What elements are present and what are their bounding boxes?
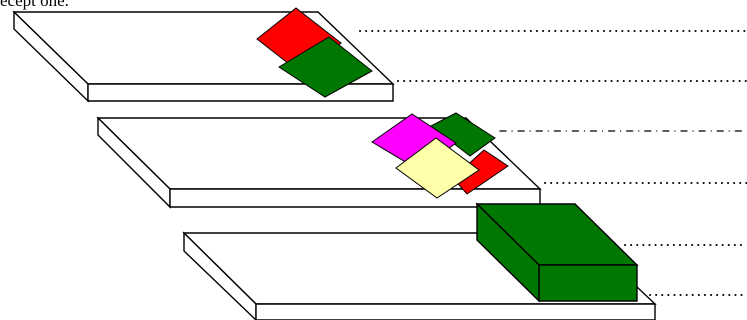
green-square	[430, 112, 496, 157]
green-square	[278, 36, 373, 98]
green-block	[475, 202, 639, 303]
caption-fragment: ecept one.	[0, 0, 69, 10]
red-square	[452, 149, 509, 195]
yellow-square	[395, 137, 480, 199]
